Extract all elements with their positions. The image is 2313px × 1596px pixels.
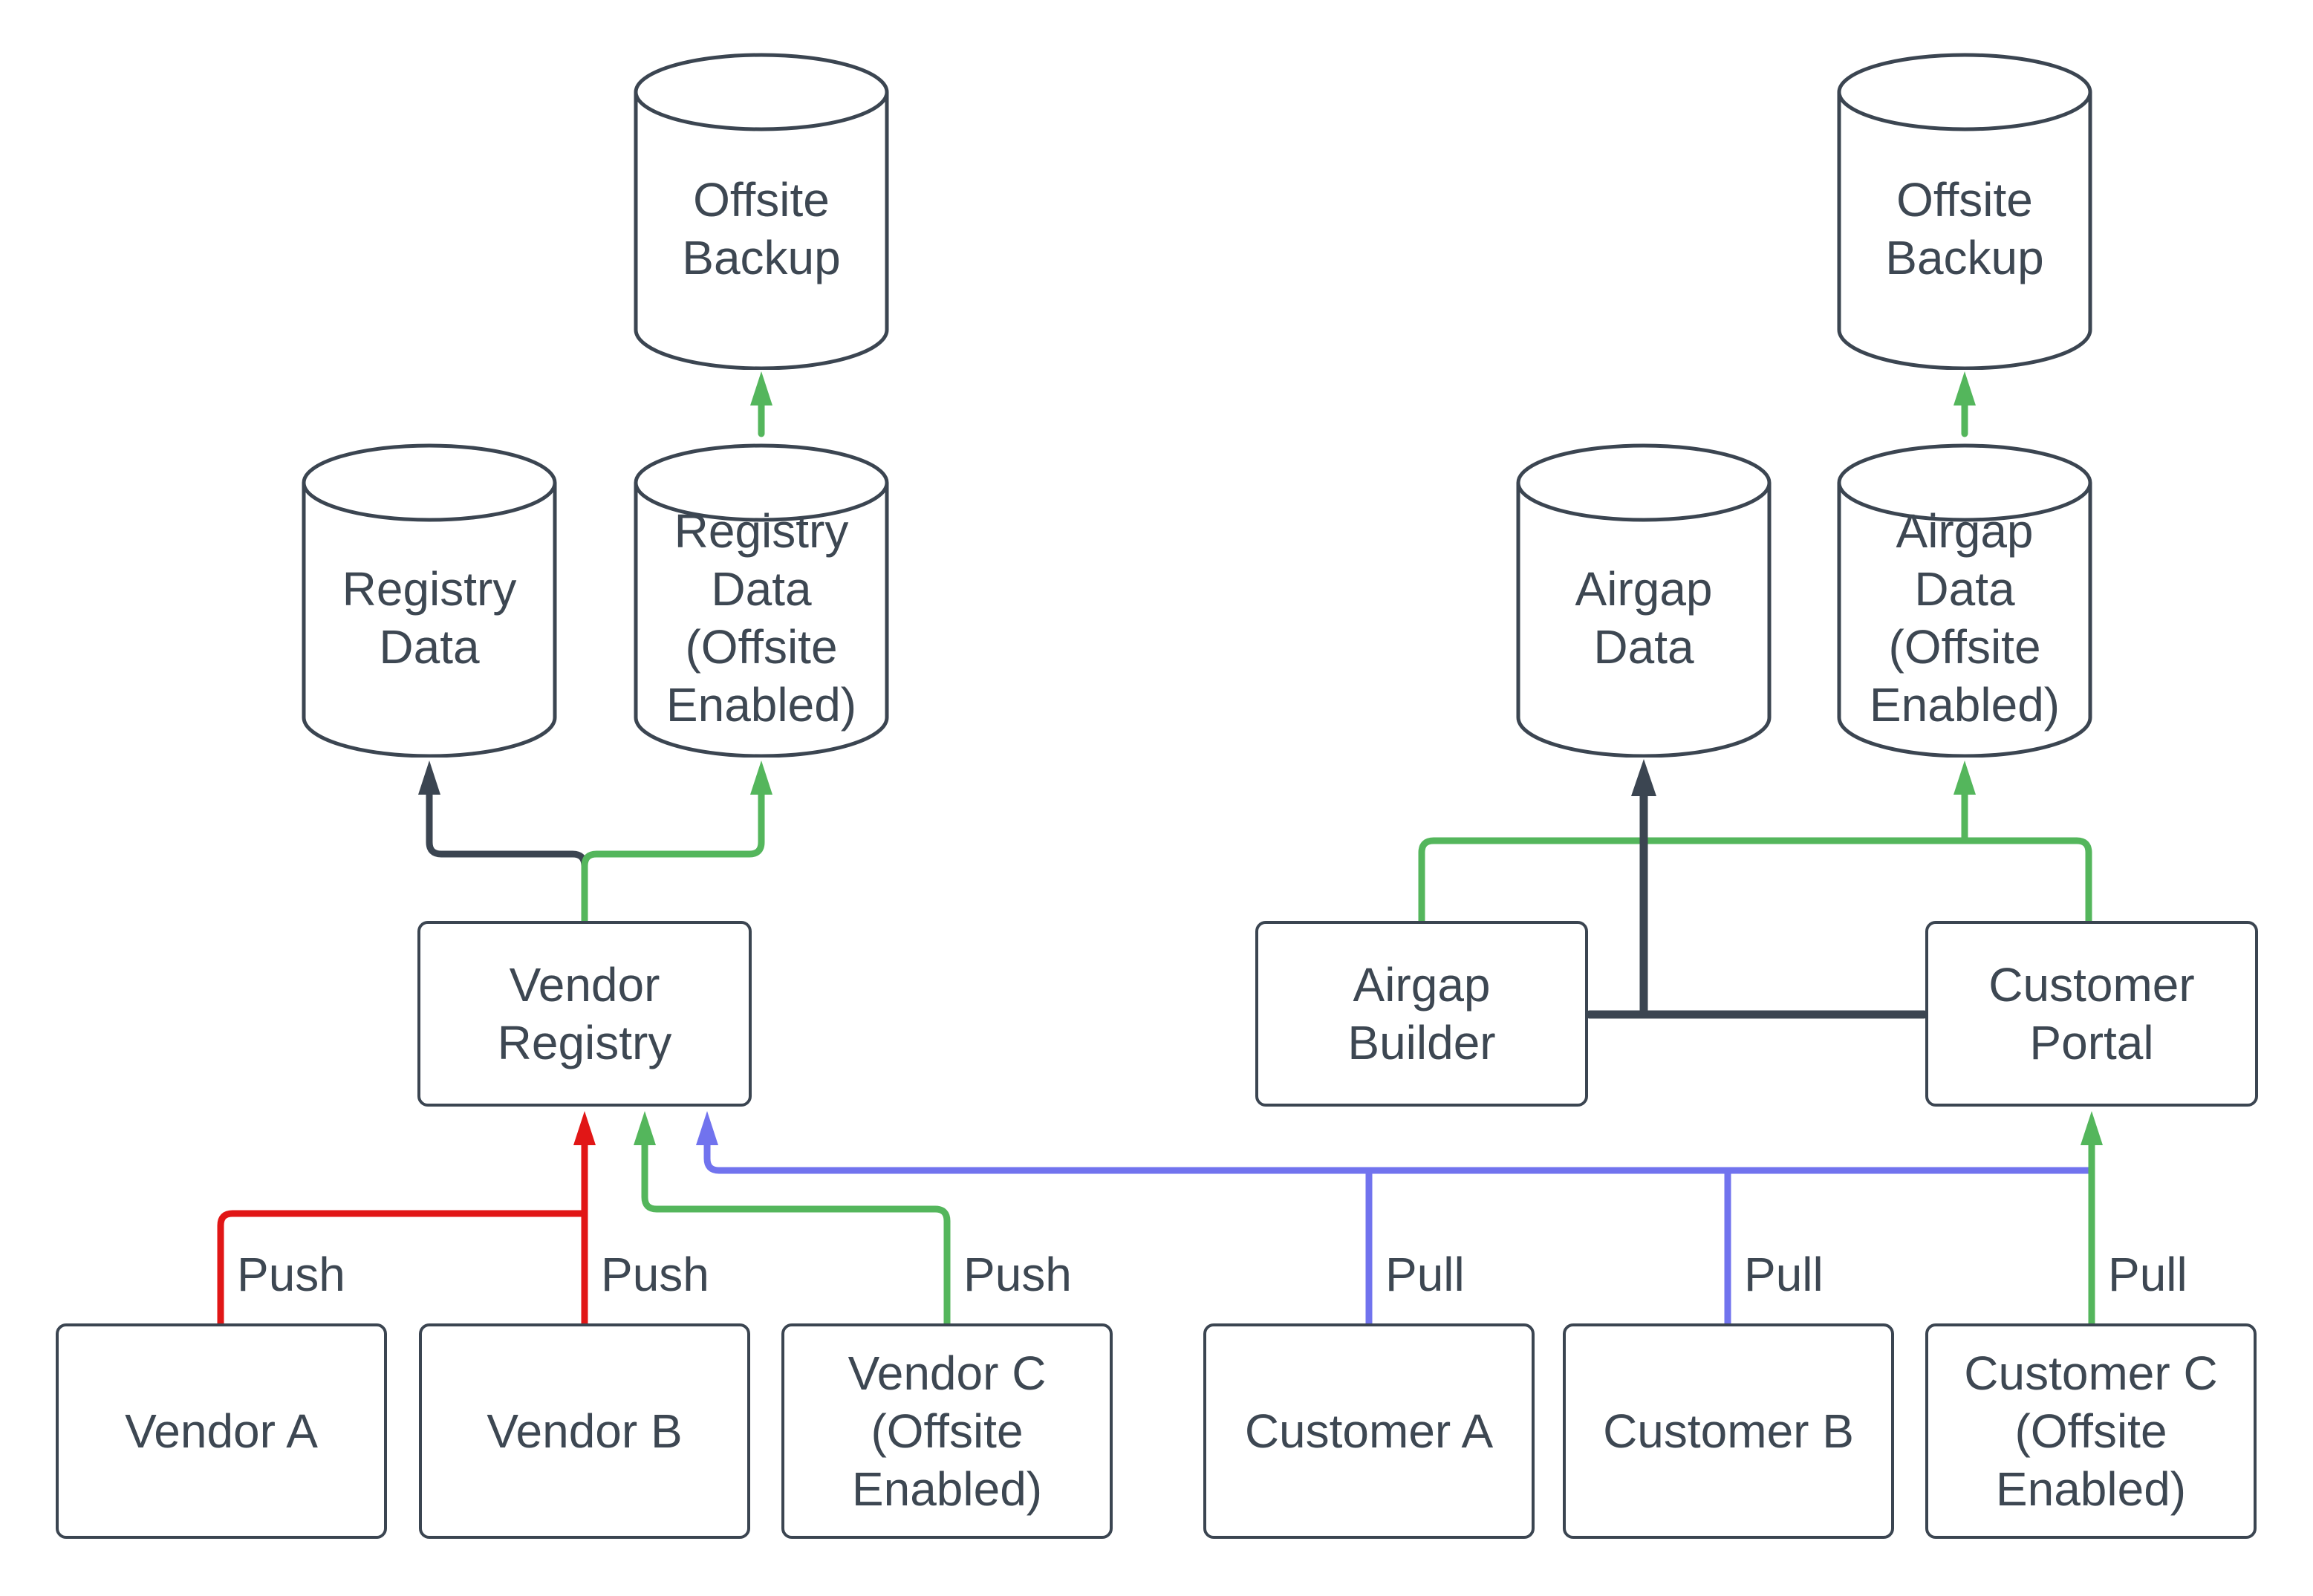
edge-vendor-registry-to-registry-data (418, 760, 588, 925)
node-label: Vendor C (Offsite Enabled) (848, 1346, 1047, 1517)
edge-label-pull-customer-c: Pull (2104, 1246, 2192, 1303)
arrowhead-up-icon (1953, 760, 1976, 795)
node-label: Vendor A (125, 1404, 318, 1458)
arrowhead-up-icon (750, 760, 772, 795)
node-customer-a: Customer A (1203, 1323, 1535, 1539)
edge-airgap-offsite-to-offsite-backup-right (1953, 371, 1976, 437)
edge-builder-portal-to-airgap-offsite (1418, 760, 2092, 925)
cylinder-airgap-data-offsite: Airgap Data (Offsite Enabled) (1837, 443, 2092, 758)
edge-label-pull-customer-b: Pull (1740, 1246, 1828, 1303)
node-vendor-c: Vendor C (Offsite Enabled) (781, 1323, 1113, 1539)
database-cylinder-icon (1837, 53, 2092, 370)
arrowhead-up-icon (573, 1111, 596, 1145)
edge-label-push-vendor-b: Push (596, 1246, 714, 1303)
edge-vendor-a-b-push (217, 1111, 596, 1327)
arrowhead-up-icon (634, 1111, 656, 1145)
edge-customer-c-pull (2081, 1111, 2103, 1327)
arrowhead-up-icon (750, 371, 772, 405)
node-label: Airgap Builder (1347, 957, 1496, 1069)
database-cylinder-icon (1837, 443, 2092, 758)
cylinder-registry-data: Registry Data (302, 443, 557, 758)
database-cylinder-icon (634, 53, 889, 370)
node-label: Customer Portal (1988, 957, 2195, 1069)
arrowhead-up-icon (418, 760, 440, 795)
node-customer-c: Customer C (Offsite Enabled) (1925, 1323, 2257, 1539)
edge-label-pull-customer-a: Pull (1381, 1246, 1469, 1303)
node-label: Customer B (1603, 1404, 1854, 1458)
node-label: Vendor Registry (497, 957, 672, 1069)
edge-customers-pull (696, 1111, 2092, 1327)
node-label: Offsite Backup (1885, 172, 2044, 284)
node-label: Registry Data (342, 561, 517, 674)
edge-label-push-vendor-c: Push (959, 1246, 1076, 1303)
database-cylinder-icon (634, 443, 889, 758)
node-label: Registry Data (Offsite Enabled) (666, 504, 857, 732)
arrowhead-up-icon (696, 1111, 718, 1145)
node-label: Offsite Backup (682, 172, 841, 284)
database-cylinder-icon (302, 443, 557, 758)
node-vendor-registry: Vendor Registry (417, 921, 752, 1107)
edge-builder-portal-to-airgap-data (1585, 759, 1928, 1019)
node-label: Airgap Data (Offsite Enabled) (1869, 504, 2060, 732)
cylinder-offsite-backup-right: Offsite Backup (1837, 52, 2092, 370)
arrowhead-up-icon (1953, 371, 1976, 405)
node-label: Customer A (1244, 1404, 1494, 1458)
node-customer-portal: Customer Portal (1925, 921, 2258, 1107)
node-label: Customer C (Offsite Enabled) (1964, 1346, 2218, 1517)
edge-vendor-registry-to-registry-offsite (581, 760, 772, 925)
node-vendor-b: Vendor B (419, 1323, 750, 1539)
edge-vendor-c-push (634, 1111, 951, 1327)
node-customer-b: Customer B (1563, 1323, 1894, 1539)
edge-label-push-vendor-a: Push (232, 1246, 350, 1303)
database-cylinder-icon (1516, 443, 1772, 758)
cylinder-offsite-backup-left: Offsite Backup (634, 52, 889, 370)
node-label: Vendor B (487, 1404, 683, 1458)
arrowhead-up-icon (2081, 1111, 2103, 1145)
node-airgap-builder: Airgap Builder (1255, 921, 1588, 1107)
edge-registry-offsite-to-offsite-backup-left (750, 371, 772, 437)
node-vendor-a: Vendor A (56, 1323, 387, 1539)
arrowhead-up-icon (1631, 759, 1656, 796)
cylinder-registry-data-offsite: Registry Data (Offsite Enabled) (634, 443, 889, 758)
node-label: Airgap Data (1575, 561, 1713, 674)
cylinder-airgap-data: Airgap Data (1516, 443, 1772, 758)
